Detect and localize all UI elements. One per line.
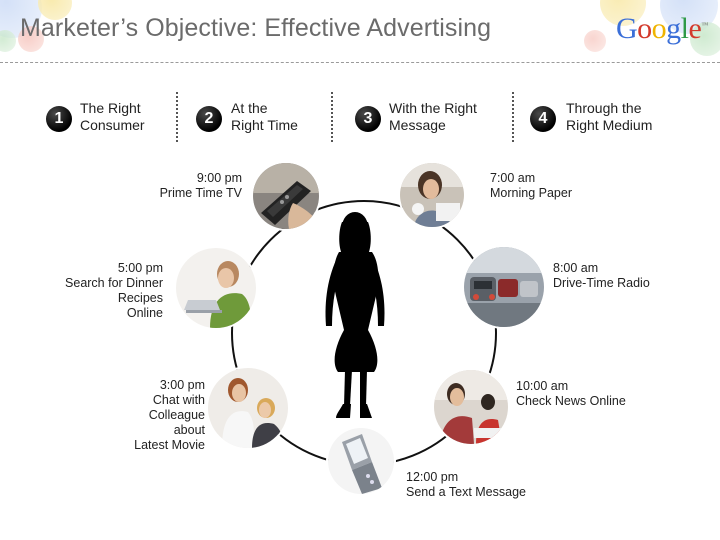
step-separator: [512, 92, 514, 142]
event-description: Check News Online: [516, 394, 626, 408]
event-time: 8:00 am: [553, 261, 599, 275]
event-time: 9:00 pm: [196, 171, 242, 185]
event-label: 5:00 pm Search for Dinner Recipes Online: [65, 261, 163, 321]
step-label: The Right Consumer: [80, 100, 145, 134]
event-label: 12:00 pm Send a Text Message: [406, 470, 526, 500]
logo-letter: G: [616, 12, 638, 45]
step-label-line: Through the: [566, 100, 642, 116]
event-description: Send a Text Message: [406, 485, 526, 499]
event-description: Search for Dinner: [65, 276, 163, 290]
decorative-bubble-yellow: [38, 0, 72, 20]
step-label-line: Consumer: [80, 117, 145, 133]
flip-phone-photo: [328, 428, 394, 494]
event-description: Drive-Time Radio: [553, 276, 650, 290]
step-number-badge: 3: [355, 106, 381, 132]
event-label: 9:00 pm Prime Time TV: [160, 171, 242, 201]
page-title: Marketer’s Objective: Effective Advertis…: [20, 14, 492, 42]
step-number-badge: 2: [196, 106, 222, 132]
step-label-line: Right Time: [231, 117, 298, 133]
event-label: 7:00 am Morning Paper: [490, 171, 572, 201]
step-label-line: At the: [231, 100, 268, 116]
step-label-line: The Right: [80, 100, 141, 116]
event-description: Colleague: [148, 408, 205, 422]
event-description: Latest Movie: [134, 438, 205, 452]
event-description: Online: [126, 306, 163, 320]
event-label: 8:00 am Drive-Time Radio: [553, 261, 650, 291]
step-label: At the Right Time: [231, 100, 298, 134]
event-time: 12:00 pm: [406, 470, 459, 484]
logo-letter: l: [680, 12, 689, 45]
office-photo: [434, 370, 508, 444]
decorative-bubble-green: [690, 22, 720, 56]
header-divider: [0, 62, 720, 63]
step-label: With the Right Message: [389, 100, 477, 134]
decorative-bubble-red: [18, 26, 44, 52]
woman-silhouette: [325, 212, 385, 418]
logo-letter: e: [688, 12, 702, 45]
event-description: about: [173, 423, 205, 437]
step-number-badge: 4: [530, 106, 556, 132]
event-label: 3:00 pm Chat with Colleague about Latest…: [134, 378, 205, 453]
tv-remote-photo: [253, 163, 319, 229]
event-time: 10:00 am: [516, 379, 569, 393]
step-number-badge: 1: [46, 106, 72, 132]
traffic-photo: [464, 247, 544, 327]
event-description: Recipes: [117, 291, 163, 305]
event-description: Chat with: [152, 393, 205, 407]
logo-letter: o: [651, 12, 667, 45]
step-label: Through the Right Medium: [566, 100, 652, 134]
google-logo: Google™: [616, 12, 708, 46]
woman-breakfast-photo: [400, 163, 464, 227]
logo-letter: o: [637, 12, 652, 45]
event-description: Morning Paper: [490, 186, 572, 200]
step-label-line: With the Right: [389, 100, 477, 116]
trademark-symbol: ™: [701, 21, 708, 29]
step-label-line: Message: [389, 117, 446, 133]
decorative-bubble-red: [584, 30, 606, 52]
event-time: 7:00 am: [490, 171, 536, 185]
event-time: 3:00 pm: [159, 378, 205, 392]
step-separator: [331, 92, 333, 142]
event-time: 5:00 pm: [117, 261, 163, 275]
woman-laptop-photo: [176, 248, 256, 328]
decorative-bubble-green: [0, 30, 16, 52]
logo-letter: g: [666, 12, 681, 45]
colleagues-photo: [208, 368, 288, 448]
step-label-line: Right Medium: [566, 117, 653, 133]
event-label: 10:00 am Check News Online: [516, 379, 626, 409]
event-description: Prime Time TV: [159, 186, 242, 200]
step-separator: [176, 92, 178, 142]
